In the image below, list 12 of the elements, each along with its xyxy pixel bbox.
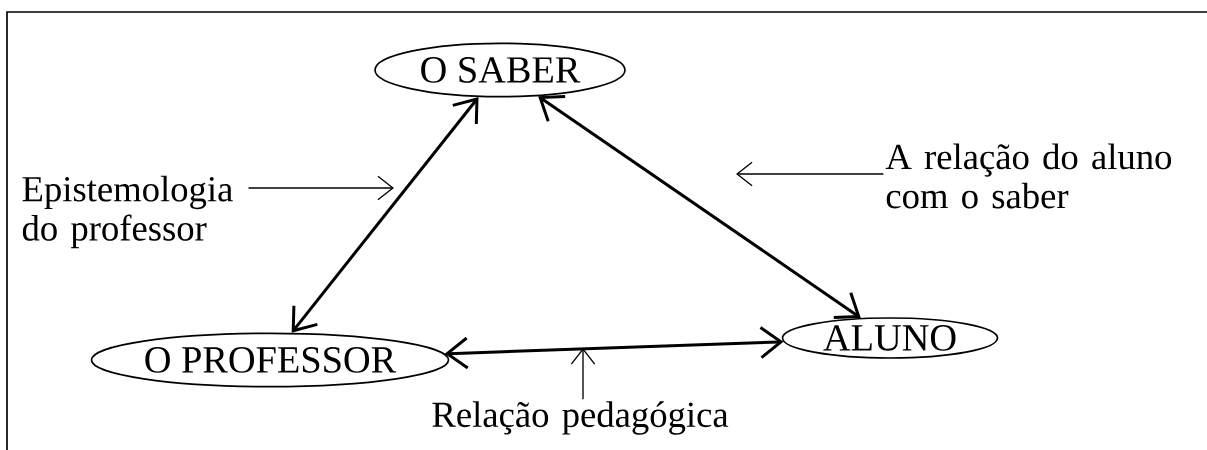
annotation-text: Relação pedagógica <box>432 401 729 435</box>
double-arrow <box>291 97 479 333</box>
double-arrow <box>538 95 861 320</box>
ellipse-node: O SABER <box>374 42 626 98</box>
ellipse-node: ALUNO <box>781 317 999 359</box>
annotation-text: Epistemologia do professor <box>22 175 233 249</box>
leader-arrow <box>247 175 394 201</box>
annotation-text: A relação do aluno com o saber <box>885 143 1172 209</box>
double-arrow <box>444 326 784 370</box>
leader-arrow <box>736 161 884 187</box>
ellipse-node: O PROFESSOR <box>90 332 450 388</box>
leader-arrow <box>570 348 596 400</box>
